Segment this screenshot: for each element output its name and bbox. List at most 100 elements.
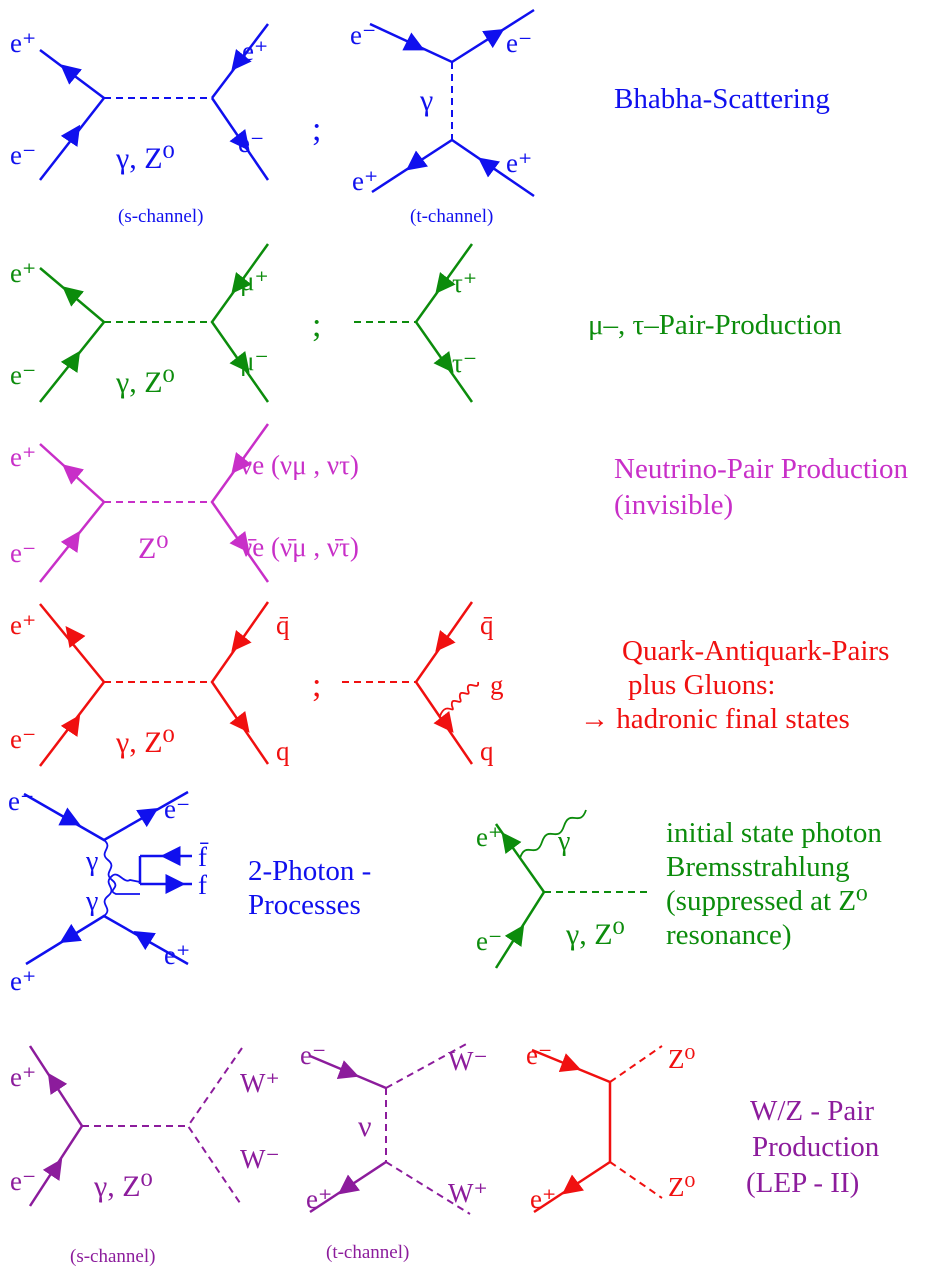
boson-line [609,1161,663,1199]
label-e-plus: e⁺ [10,966,36,996]
process-title-line: (LEP - II) [746,1167,859,1199]
isr-diagram [494,809,652,969]
label-antiquark: q̄ [480,610,494,640]
process-title-line: (suppressed at Z⁰ [666,885,868,917]
tau-pair-diagram [354,243,474,403]
separator: ; [312,307,321,344]
fermion-line [39,49,105,181]
label-e-minus: e⁻ [10,360,36,390]
label-tau-minus: τ⁻ [452,348,477,378]
label-e-minus: e⁻ [506,28,532,58]
mediator-label: ν [358,1110,372,1143]
fermion-line [414,243,474,403]
photon-line [103,839,140,895]
process-title-line: plus Gluons: [628,669,775,701]
label-e-minus: e⁻ [8,786,34,816]
label-e-plus: e⁺ [530,1184,556,1214]
label-tau-plus: τ⁺ [452,268,477,298]
label-e-minus: e⁻ [238,128,264,158]
label-e-minus: e⁻ [10,538,36,568]
fermion-line [414,601,474,765]
process-title-line: W/Z - Pair [750,1095,874,1127]
fermion-line [39,603,106,767]
label-e-minus: e⁻ [10,1166,36,1196]
quark-gluon-diagram [342,601,479,765]
process-title: Bhabha-Scattering [614,83,830,115]
caption-s-channel: (s-channel) [118,206,203,227]
mediator-label: γ, Z⁰ [565,918,625,951]
label-mu-minus: μ⁻ [240,346,269,376]
process-title-line: → hadronic final states [580,703,850,735]
label-e-plus: e⁺ [476,822,502,852]
boson-line [186,1047,243,1207]
label-e-plus: e⁺ [506,148,532,178]
neutrino-pair-diagram [39,423,270,583]
process-title-line: Neutrino-Pair Production [614,453,908,485]
label-neutrino: νe (νμ , ντ) [240,450,359,480]
label-e-plus: e⁺ [306,1184,332,1214]
photon-line [519,809,587,859]
mediator-label: γ, Z⁰ [93,1170,153,1203]
label-e-plus: e⁺ [10,610,36,640]
label-e-minus: e⁻ [300,1040,326,1070]
label-antineutrino: ν̄e (ν̄μ , ν̄τ) [240,532,359,562]
process-title-line: 2-Photon - [248,855,371,887]
mediator-label: γ, Z⁰ [115,726,175,759]
two-photon-diagram [23,790,192,966]
label-w-plus: W⁺ [448,1178,488,1208]
fermion-line [39,267,106,403]
label-e-plus: e⁺ [10,28,36,58]
fermion-line [494,823,546,969]
process-title-line: (invisible) [614,489,733,521]
process-title-line: resonance) [666,919,792,951]
label-mu-plus: μ⁺ [240,266,269,296]
label-z-zero: Z⁰ [668,1044,695,1074]
process-title-line: Bremsstrahlung [666,851,850,883]
photon-label: γ [557,826,570,857]
label-w-minus: W⁻ [240,1144,280,1174]
label-e-minus: e⁻ [10,140,36,170]
caption-t-channel: (t-channel) [410,206,493,227]
process-title-line: Quark-Antiquark-Pairs [622,635,889,667]
separator: ; [312,667,321,704]
label-e-minus: e⁻ [164,794,190,824]
label-e-plus: e⁺ [10,1062,36,1092]
bhabha-s-channel-diagram [39,23,270,181]
fermion-line [28,1045,84,1207]
fermion-line [210,423,270,583]
label-e-minus: e⁻ [350,20,376,50]
label-e-minus: e⁻ [476,926,502,956]
mediator-label: γ, Z⁰ [115,366,175,399]
process-title-line: initial state photon [666,817,882,849]
fermion-line [210,601,270,765]
fermion-line [39,443,106,583]
bhabha-t-channel-diagram [369,8,535,198]
label-w-plus: W⁺ [240,1068,280,1098]
fermion-line [371,138,535,198]
process-title-line: Production [752,1131,880,1163]
mediator-label: Z⁰ [138,532,168,565]
label-w-minus: W⁻ [448,1046,488,1076]
ww-s-channel-diagram [28,1045,243,1207]
mediator-label: γ [419,84,433,117]
separator: ; [312,111,321,148]
label-quark: q [276,736,290,766]
label-fermion: f [198,870,207,900]
label-e-plus: e⁺ [164,940,190,970]
label-e-minus: e⁻ [10,724,36,754]
label-e-plus: e⁺ [10,442,36,472]
zz-t-channel-diagram [531,1045,663,1214]
photon-label: γ [85,846,98,877]
label-e-minus: e⁻ [526,1040,552,1070]
fermion-line [210,243,270,403]
photon-label: γ [85,886,98,917]
process-title: μ–, τ–Pair-Production [588,309,842,341]
ww-t-channel-diagram [309,1041,471,1215]
photon-line [103,873,141,917]
label-e-plus: e⁺ [242,36,268,66]
label-e-plus: e⁺ [352,166,378,196]
gluon-line [439,681,479,717]
label-z-zero: Z⁰ [668,1172,695,1202]
label-antiquark: q̄ [276,610,290,640]
boson-line [385,1041,471,1089]
